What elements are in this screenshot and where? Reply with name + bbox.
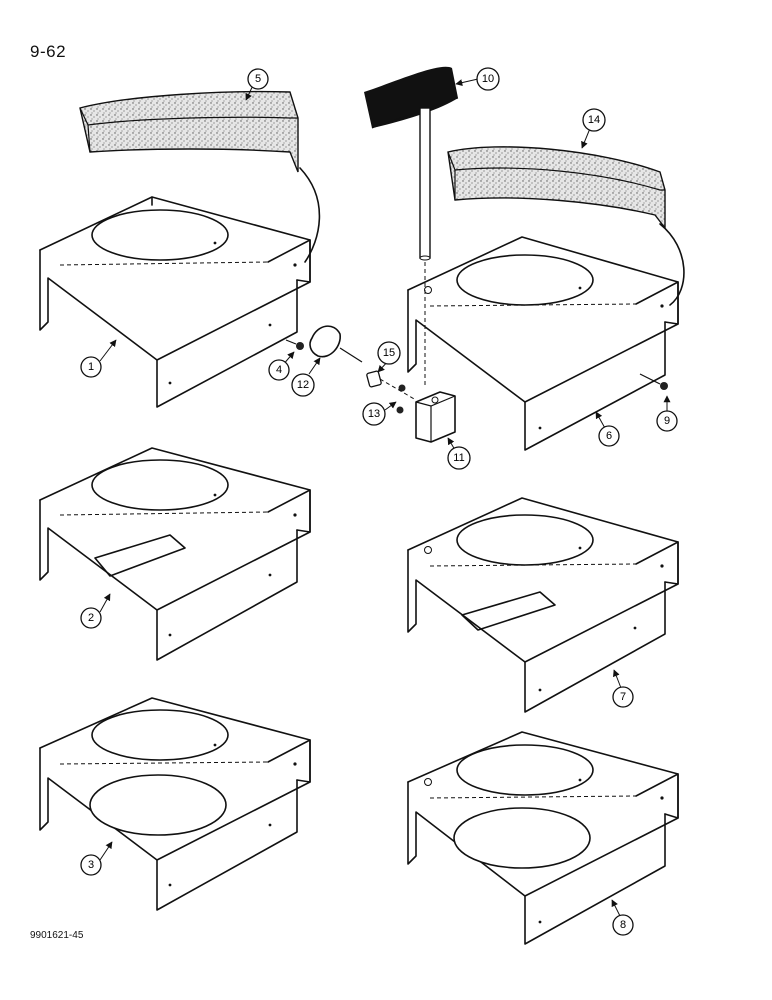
callout-label-6: 6 xyxy=(606,430,612,442)
callout-10: 10 xyxy=(476,67,500,91)
callout-3: 3 xyxy=(80,854,102,876)
console-panel-3 xyxy=(39,697,311,911)
screw-9 xyxy=(639,373,668,390)
callout-1: 1 xyxy=(80,356,102,378)
console-panel-1 xyxy=(39,196,311,408)
callout-15: 15 xyxy=(377,341,401,365)
block-11 xyxy=(415,391,456,443)
callout-label-5: 5 xyxy=(255,73,261,85)
screw-4 xyxy=(285,339,304,350)
callout-label-8: 8 xyxy=(620,919,626,931)
callout-label-12: 12 xyxy=(297,379,309,391)
callout-label-4: 4 xyxy=(276,364,282,376)
callout-label-9: 9 xyxy=(664,415,670,427)
callout-7: 7 xyxy=(612,686,634,708)
callout-label-2: 2 xyxy=(88,612,94,624)
callout-13: 13 xyxy=(362,402,386,426)
knob-12 xyxy=(309,325,363,363)
callout-label-10: 10 xyxy=(482,73,494,85)
callout-6: 6 xyxy=(598,425,620,447)
callout-12: 12 xyxy=(291,373,315,397)
callout-14: 14 xyxy=(582,108,606,132)
callout-label-3: 3 xyxy=(88,859,94,871)
callout-5: 5 xyxy=(247,68,269,90)
page-number: 9-62 xyxy=(30,42,67,61)
callout-8: 8 xyxy=(612,914,634,936)
console-panel-7 xyxy=(407,497,679,713)
foam-pad-14 xyxy=(447,146,666,231)
console-panel-8 xyxy=(407,731,679,945)
screw-13 xyxy=(379,378,417,414)
console-panel-6 xyxy=(407,236,679,451)
spacer-15 xyxy=(366,370,382,388)
handle-10 xyxy=(364,66,459,261)
callout-label-7: 7 xyxy=(620,691,626,703)
foam-14-leader xyxy=(659,223,685,306)
callout-11: 11 xyxy=(447,446,471,470)
callout-label-1: 1 xyxy=(88,361,94,373)
callout-2: 2 xyxy=(80,607,102,629)
figure-id: 9901621-45 xyxy=(30,930,84,941)
callout-label-13: 13 xyxy=(368,408,380,420)
foam-pad-5 xyxy=(79,90,299,173)
callout-label-15: 15 xyxy=(383,347,395,359)
callout-9: 9 xyxy=(656,410,678,432)
console-panel-2 xyxy=(39,447,311,661)
callout-label-11: 11 xyxy=(453,452,464,464)
callout-4: 4 xyxy=(268,359,290,381)
callout-label-14: 14 xyxy=(588,114,600,126)
